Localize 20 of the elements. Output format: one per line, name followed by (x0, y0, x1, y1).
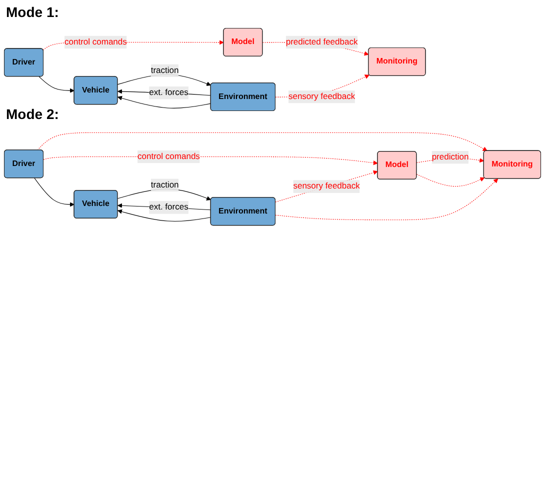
edge-label: prediction (432, 152, 469, 162)
edge-label: traction (150, 180, 179, 190)
mode-heading: Mode 1: (6, 4, 59, 20)
arrow (416, 174, 485, 187)
edge-label: predicted feedback (286, 37, 358, 46)
edge-label: control comands (64, 37, 127, 46)
arrow (38, 76, 74, 93)
arrow (117, 96, 212, 108)
arrow (34, 178, 74, 207)
edge-label: control comands (138, 152, 200, 161)
edge-label: sensory feedback (288, 92, 356, 102)
arrow (275, 178, 498, 220)
arrow (275, 170, 378, 202)
edge-label: traction (150, 66, 179, 75)
edge-label: ext. forces (149, 88, 188, 98)
arrow (117, 209, 212, 222)
mode-heading: Mode 2: (6, 106, 59, 122)
arrow (37, 132, 488, 152)
edge-label: ext. forces (149, 202, 188, 212)
edge-label: sensory feedback (293, 182, 360, 191)
